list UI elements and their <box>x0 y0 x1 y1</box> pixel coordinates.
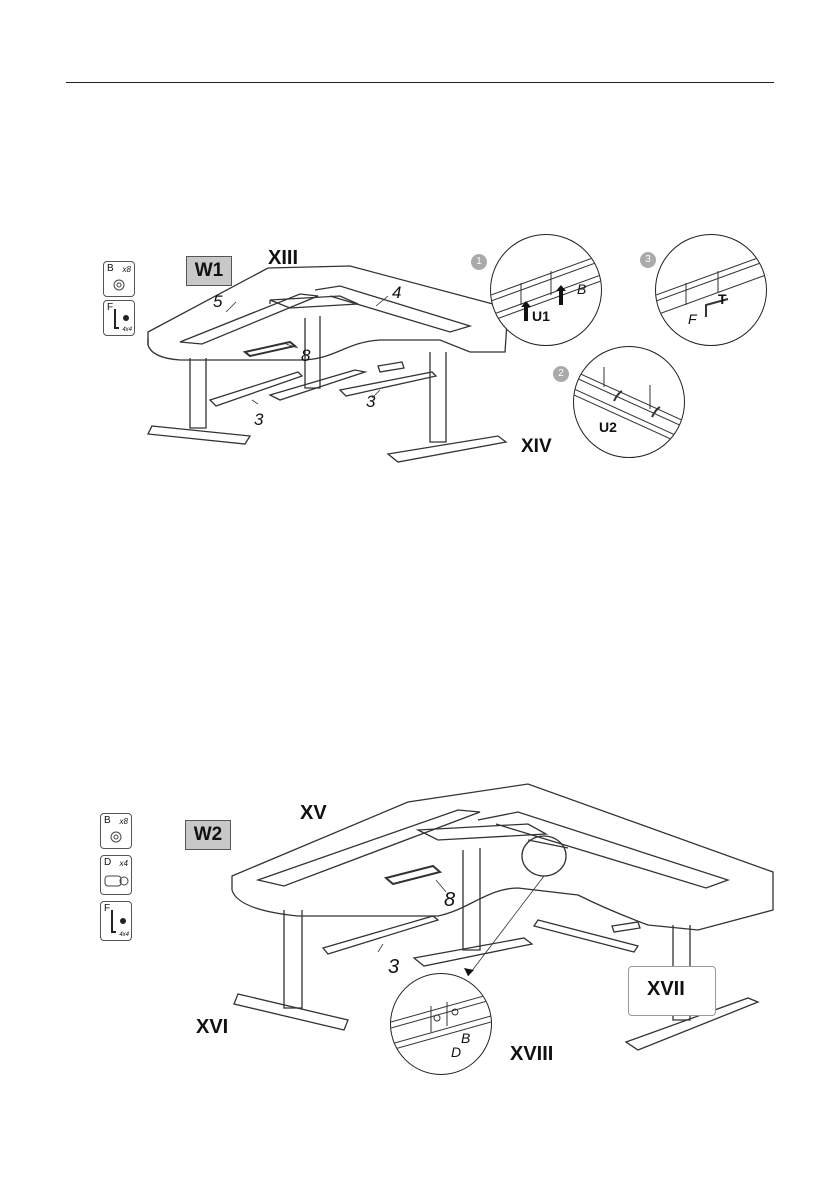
hardware-d: D x4 <box>100 855 132 895</box>
callout-8: 8 <box>444 889 455 912</box>
detail-label-b: B <box>461 1030 470 1046</box>
detail-number-2: 2 <box>553 366 569 382</box>
detail-label-u1: U1 <box>532 308 550 324</box>
detail-circle-2: U2 <box>573 346 685 458</box>
step-label-xvi: XVI <box>196 1016 228 1039</box>
detail-circle-xviii: B D <box>390 973 492 1075</box>
callout-3b: 3 <box>366 392 375 412</box>
detail-circle-1: U1 B <box>490 234 602 346</box>
bolt-icon <box>101 814 131 848</box>
step-box-xvii: XVII <box>628 966 716 1016</box>
callout-8: 8 <box>301 346 310 366</box>
detail-drawing-2 <box>574 347 684 457</box>
desk-illustration-2 <box>228 780 778 1060</box>
detail-label-d: D <box>451 1044 461 1060</box>
detail-drawing-3 <box>656 235 766 345</box>
hardware-f: F 4x4 <box>103 300 135 336</box>
screw-icon <box>101 856 131 894</box>
hex-key-icon <box>104 301 134 335</box>
detail-circle-3: T F <box>655 234 767 346</box>
step-label-xviii: XVIII <box>510 1043 553 1066</box>
step-label-xiv: XIV <box>521 436 552 458</box>
callout-5: 5 <box>213 292 222 312</box>
hex-key-icon <box>101 902 131 940</box>
detail-label-f: F <box>688 311 697 327</box>
callout-3a: 3 <box>254 410 263 430</box>
hardware-f: F 4x4 <box>100 901 132 941</box>
detail-number-1: 1 <box>471 254 487 270</box>
bolt-icon <box>104 262 134 296</box>
step-badge-w2: W2 <box>185 820 231 850</box>
detail-label-t: T <box>718 291 727 307</box>
callout-4: 4 <box>392 283 401 303</box>
step-label-xvii: XVII <box>647 978 685 1001</box>
hardware-b: B x8 <box>103 261 135 297</box>
hardware-b: B x8 <box>100 813 132 849</box>
desk-illustration-1 <box>140 260 520 470</box>
detail-label-u2: U2 <box>599 419 617 435</box>
detail-label-b: B <box>577 281 586 297</box>
detail-number-3: 3 <box>640 252 656 268</box>
detail-drawing-xviii <box>391 974 491 1074</box>
header-rule <box>66 82 774 83</box>
